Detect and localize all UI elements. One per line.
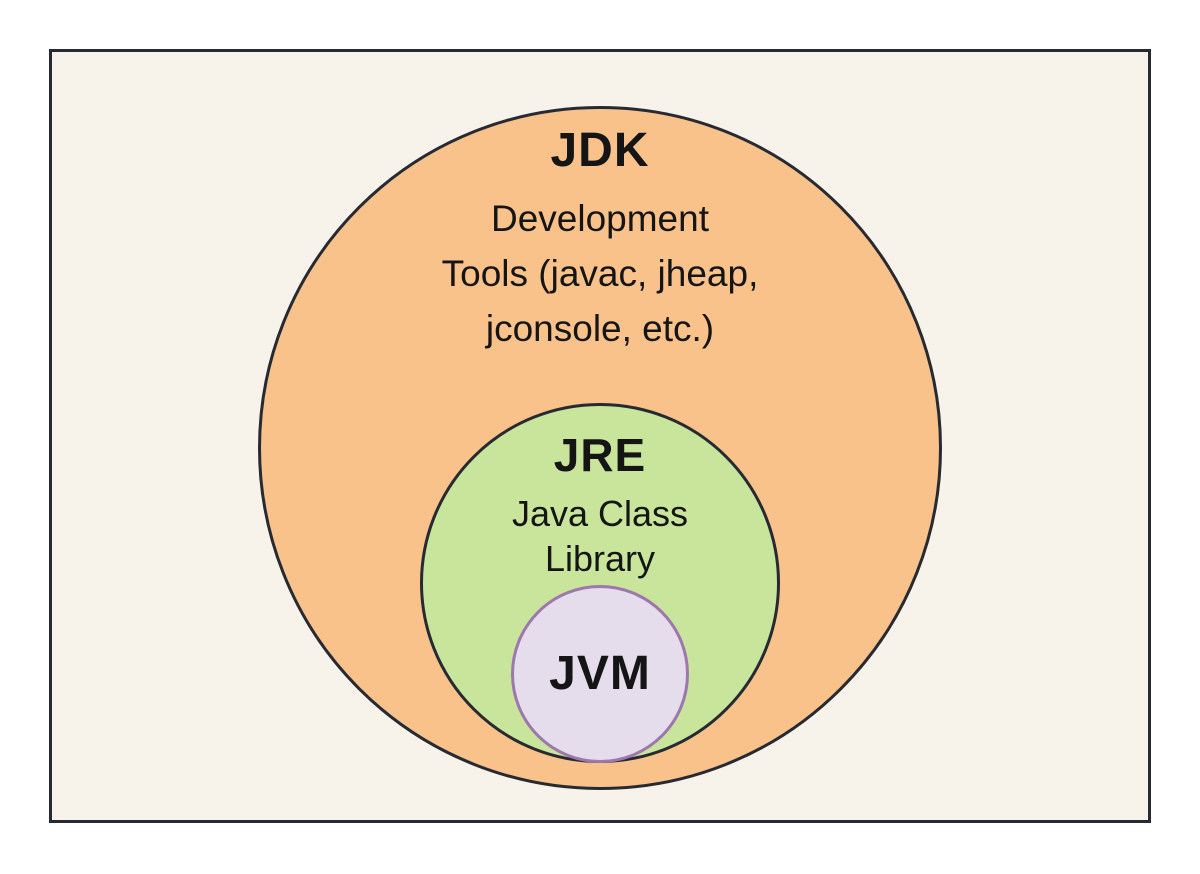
- jvm-title: JVM: [549, 647, 651, 700]
- jre-description-line: Library: [544, 538, 656, 579]
- jre-title: JRE: [553, 429, 647, 481]
- jvm-circle: JVM: [511, 585, 689, 763]
- jre-description-line: Java Class: [511, 493, 689, 534]
- jdk-title: JDK: [550, 124, 650, 177]
- jre-description: Java Class Library: [423, 491, 777, 581]
- jdk-description-line: Tools (javac, jheap,: [441, 253, 759, 294]
- jdk-description-line: jconsole, etc.): [485, 308, 715, 349]
- jdk-description: Development Tools (javac, jheap, jconsol…: [261, 191, 939, 356]
- jdk-description-line: Development: [490, 198, 709, 239]
